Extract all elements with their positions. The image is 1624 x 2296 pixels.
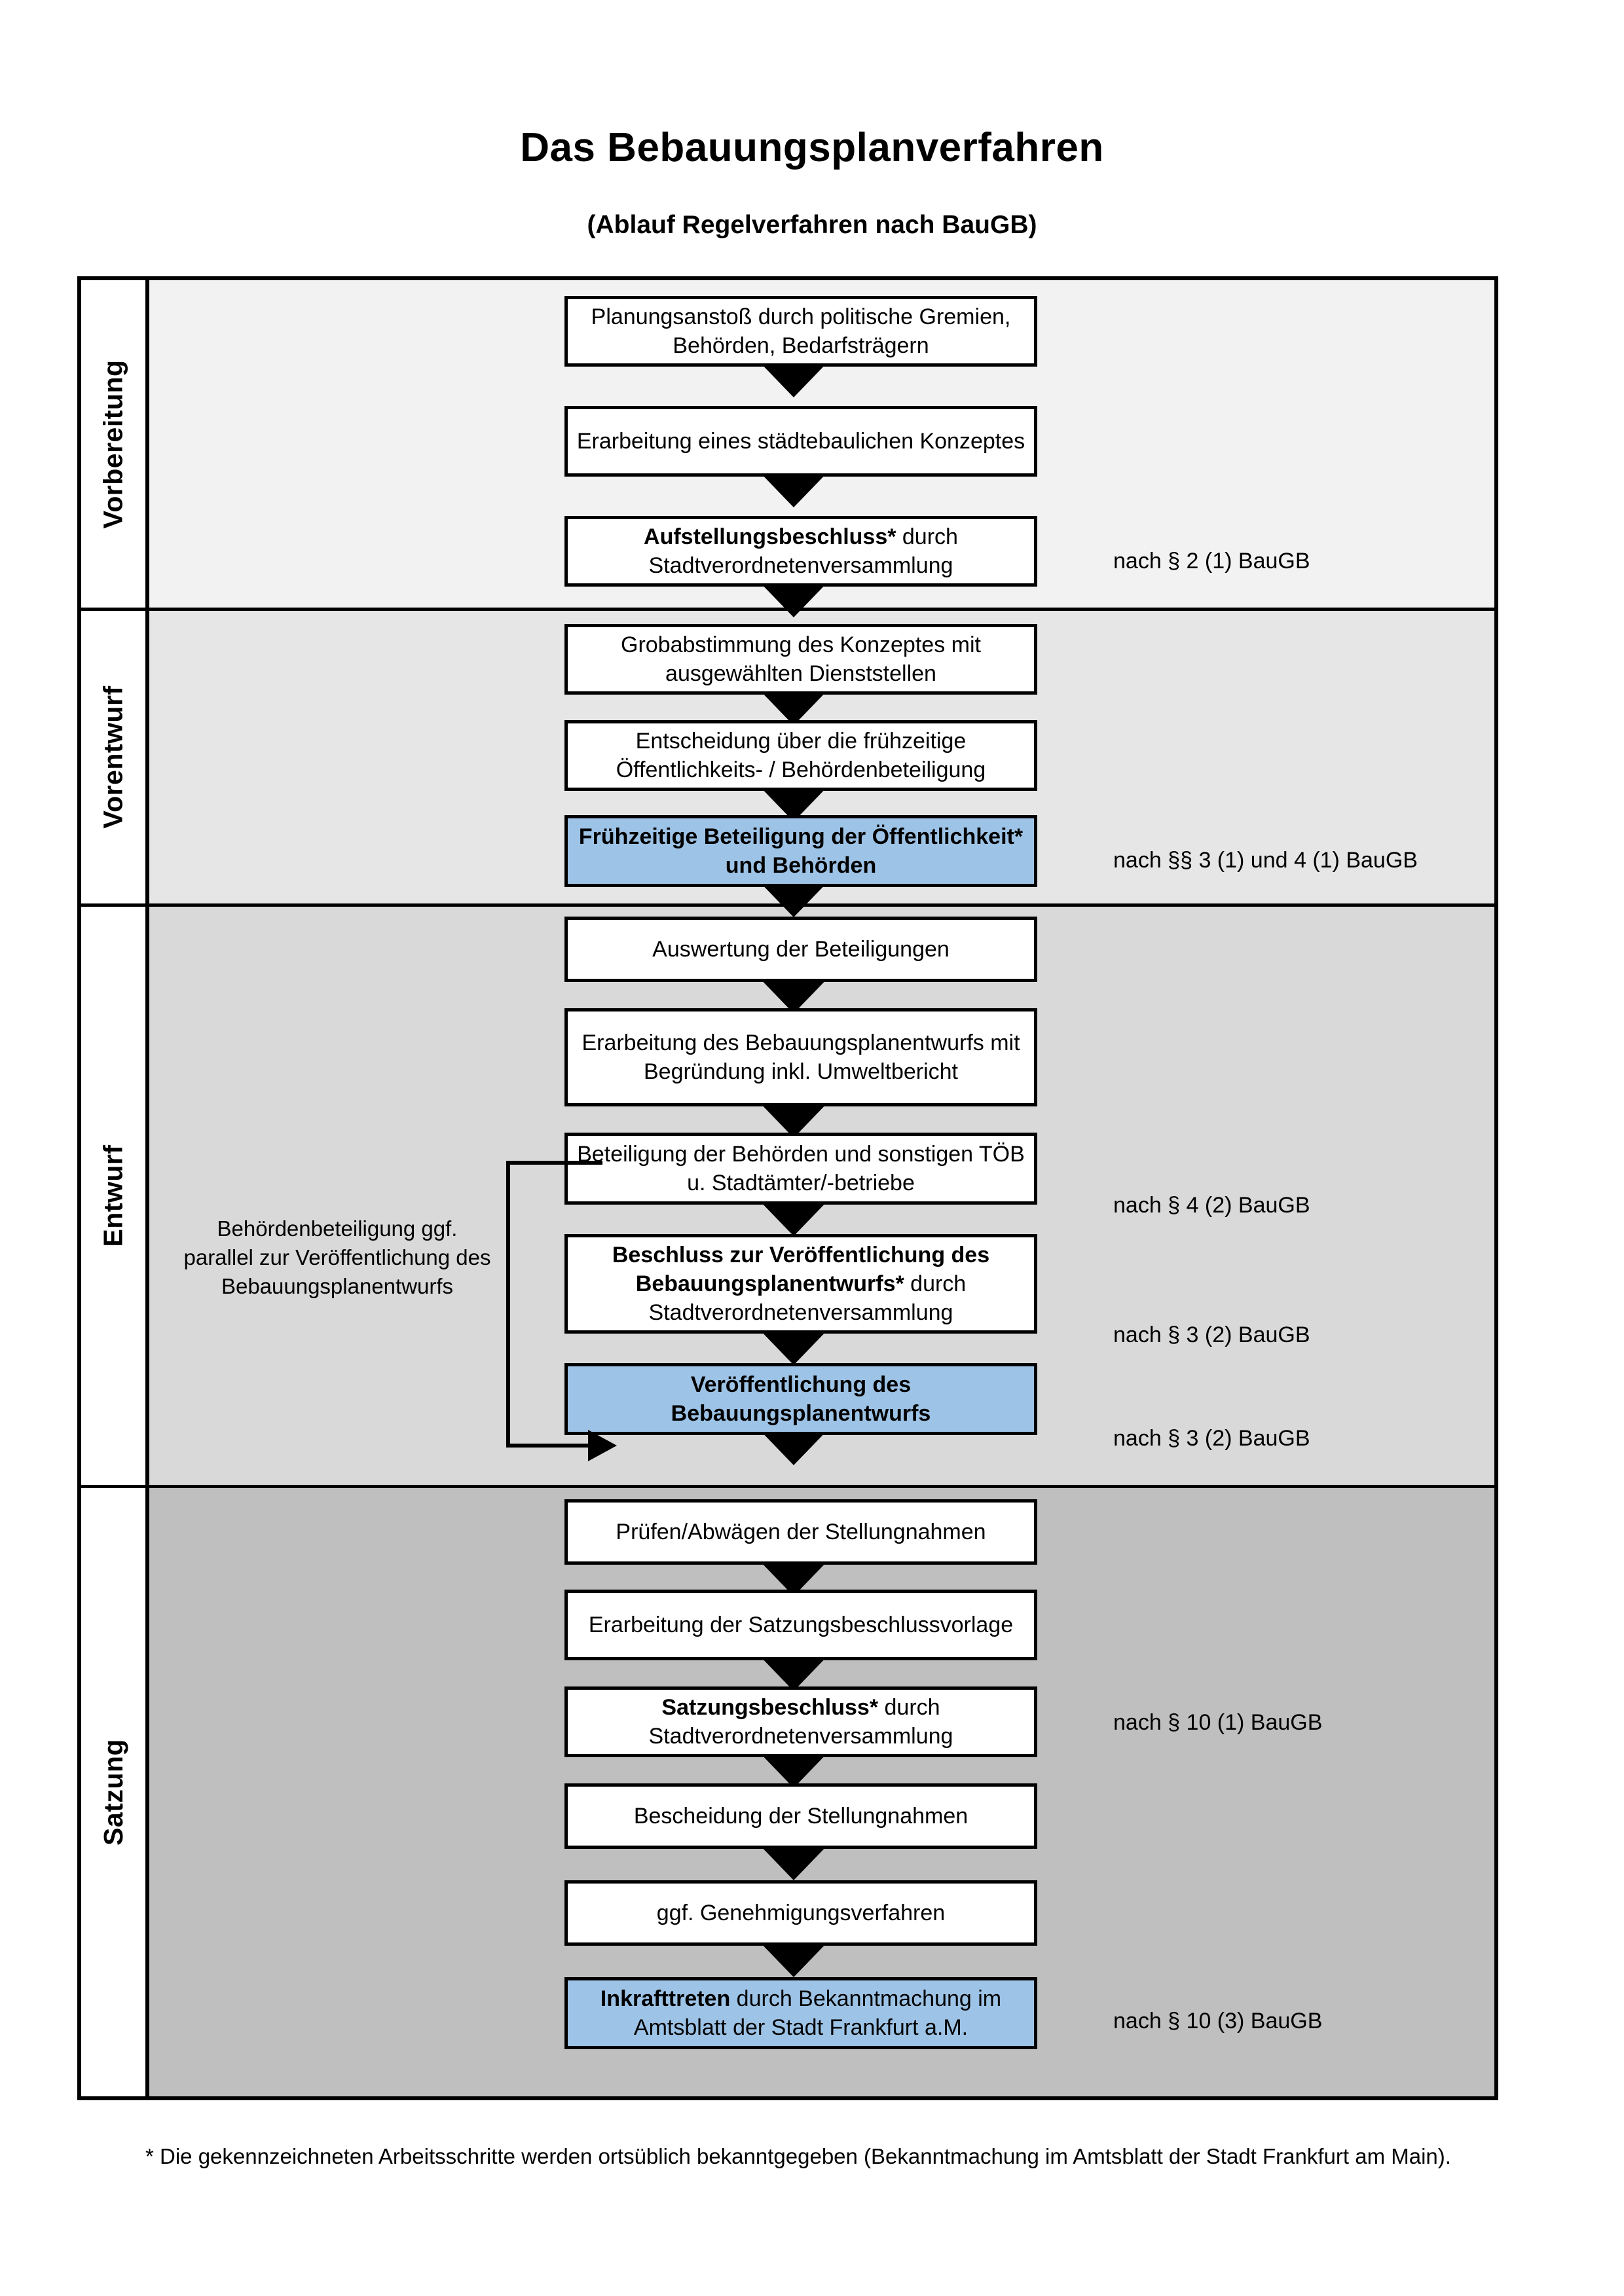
bypass-connector-toeb-to-veroeffentlichung (498, 1159, 622, 1470)
page-subtitle: (Ablauf Regelverfahren nach BauGB) (587, 211, 1037, 239)
flow-node[interactable]: Auswertung der Beteiligungen (564, 917, 1037, 982)
flow-node[interactable]: Erarbeitung eines städtebaulichen Konzep… (564, 406, 1037, 477)
legal-reference: nach § 10 (3) BauGB (1113, 2009, 1323, 2033)
flow-node[interactable]: Entscheidung über die frühzeitige Öffent… (564, 720, 1037, 791)
flow-node-bold: Beschluss zur Veröffentlichung des Bebau… (612, 1242, 990, 1296)
flow-node[interactable]: Beteiligung der Behörden und sonstigen T… (564, 1133, 1037, 1205)
phase-label-text: Satzung (98, 1739, 128, 1846)
flow-node-rest: durch Bekanntmachung im Amtsblatt der St… (633, 1986, 1002, 2040)
phase-label-entwurf: Entwurf (81, 907, 145, 1485)
legal-reference: nach § 3 (2) BauGB (1113, 1426, 1310, 1451)
phase-label-vorbereitung: Vorbereitung (81, 280, 145, 608)
flow-node[interactable]: Beschluss zur Veröffentlichung des Bebau… (564, 1234, 1037, 1334)
flow-node-bold: Aufstellungsbeschluss* (644, 524, 896, 549)
phase-label-divider (145, 276, 149, 2100)
flow-node-highlight[interactable]: Inkrafttreten durch Bekanntmachung im Am… (564, 1977, 1037, 2049)
flow-node[interactable]: ggf. Genehmigungsverfahren (564, 1880, 1037, 1946)
footnote: * Die gekennzeichneten Arbeitsschritte w… (145, 2144, 1451, 2168)
side-note-behoerdenbeteiligung: Behördenbeteiligung ggf. parallel zur Ve… (183, 1216, 491, 1298)
flow-node-highlight[interactable]: Veröffentlichung des Bebauungsplanentwur… (564, 1363, 1037, 1435)
legal-reference: nach § 3 (2) BauGB (1113, 1322, 1310, 1347)
flow-node[interactable]: Prüfen/Abwägen der Stellungnahmen (564, 1499, 1037, 1565)
legal-reference: nach §§ 3 (1) und 4 (1) BauGB (1113, 848, 1418, 873)
flow-node-rest: durch Stadtverordnetenversammlung (648, 1694, 953, 1749)
phase-label-text: Entwurf (98, 1144, 128, 1247)
flow-node-bold: Veröffentlichung des Bebauungsplanentwur… (671, 1372, 931, 1426)
legal-reference: nach § 10 (1) BauGB (1113, 1710, 1323, 1735)
flow-node-bold: Satzungsbeschluss* (661, 1694, 879, 1720)
phase-label-vorentwurf: Vorentwurf (81, 611, 145, 903)
phase-label-satzung: Satzung (81, 1488, 145, 2096)
legal-reference: nach § 4 (2) BauGB (1113, 1193, 1310, 1218)
flow-node[interactable]: Satzungsbeschluss* durch Stadtverordnete… (564, 1686, 1037, 1757)
flow-node[interactable]: Erarbeitung der Satzungsbeschlussvorlage (564, 1590, 1037, 1660)
flow-node-highlight[interactable]: Frühzeitige Beteiligung der Öffentlichke… (564, 815, 1037, 887)
flow-node-rest: durch Stadtverordnetenversammlung (648, 1271, 967, 1326)
flow-node[interactable]: Grobabstimmung des Konzeptes mit ausgewä… (564, 624, 1037, 695)
phase-separator-3 (77, 1485, 1498, 1488)
flow-node-bold: Frühzeitige Beteiligung der Öffentlichke… (578, 824, 1024, 878)
flow-node-rest: durch Stadtverordnetenversammlung (648, 524, 958, 578)
flow-node-bold: Inkrafttreten (600, 1986, 731, 2011)
flow-node[interactable]: Planungsanstoß durch politische Gremien,… (564, 296, 1037, 367)
phase-label-text: Vorentwurf (98, 685, 128, 829)
flow-node[interactable]: Erarbeitung des Bebauungsplanentwurfs mi… (564, 1008, 1037, 1106)
flow-node[interactable]: Aufstellungsbeschluss* durch Stadtverord… (564, 516, 1037, 587)
flow-node[interactable]: Bescheidung der Stellungnahmen (564, 1783, 1037, 1849)
page-title: Das Bebauungsplanverfahren (520, 125, 1104, 170)
legal-reference: nach § 2 (1) BauGB (1113, 549, 1310, 574)
diagram-frame (77, 276, 1498, 2100)
phase-label-text: Vorbereitung (98, 359, 128, 529)
